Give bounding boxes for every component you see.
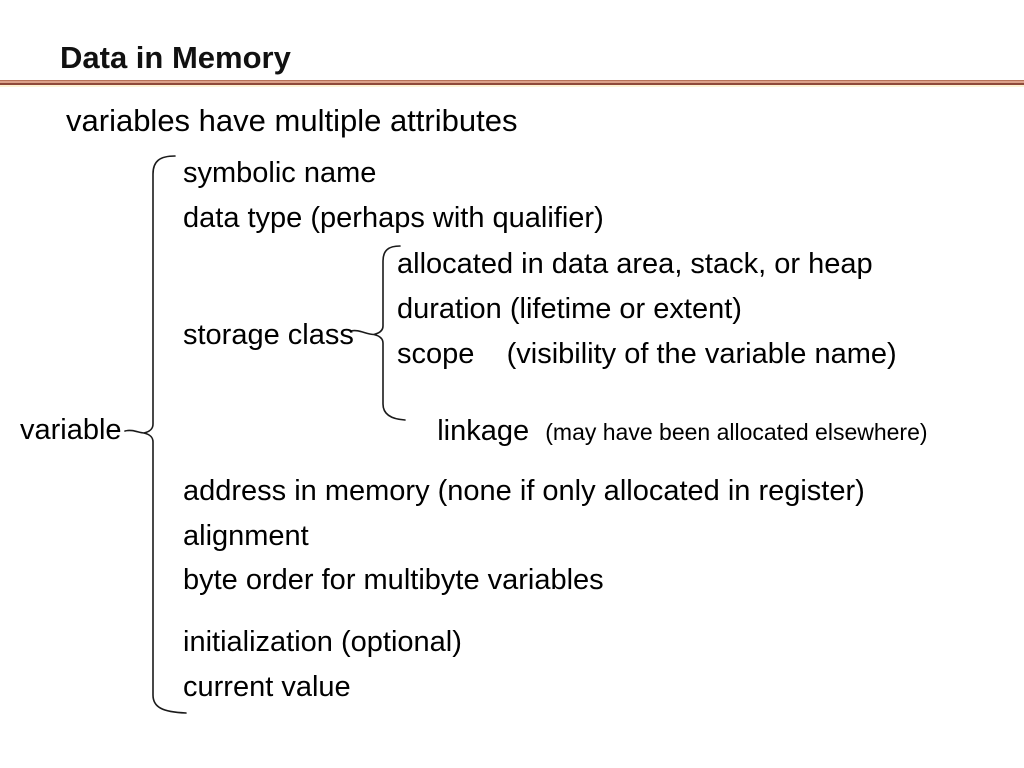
- label-scope: scope (visibility of the variable name): [397, 338, 897, 370]
- label-linkage-row: linkage (may have been allocated elsewhe…: [405, 384, 928, 480]
- label-linkage-note: (may have been allocated elsewhere): [545, 418, 928, 445]
- label-address: address in memory (none if only allocate…: [183, 475, 865, 507]
- storage-class-connector-line: [350, 329, 375, 336]
- label-symbolic-name: symbolic name: [183, 157, 377, 189]
- variable-brace: [143, 155, 187, 714]
- page-title: Data in Memory: [60, 40, 291, 75]
- label-current-value: current value: [183, 671, 351, 703]
- slide-subtitle: variables have multiple attributes: [66, 103, 518, 138]
- label-variable: variable: [20, 414, 122, 446]
- label-data-type: data type (perhaps with qualifier): [183, 202, 604, 234]
- label-byte-order: byte order for multibyte variables: [183, 564, 604, 596]
- label-alignment: alignment: [183, 520, 309, 552]
- label-allocated: allocated in data area, stack, or heap: [397, 248, 873, 280]
- label-duration: duration (lifetime or extent): [397, 293, 742, 325]
- variable-connector-line: [124, 429, 145, 434]
- label-storage-class: storage class: [183, 319, 354, 351]
- label-linkage: linkage: [437, 414, 530, 447]
- label-initialization: initialization (optional): [183, 626, 462, 658]
- title-divider-rule: [0, 80, 1024, 87]
- linkage-spacer: [529, 415, 545, 447]
